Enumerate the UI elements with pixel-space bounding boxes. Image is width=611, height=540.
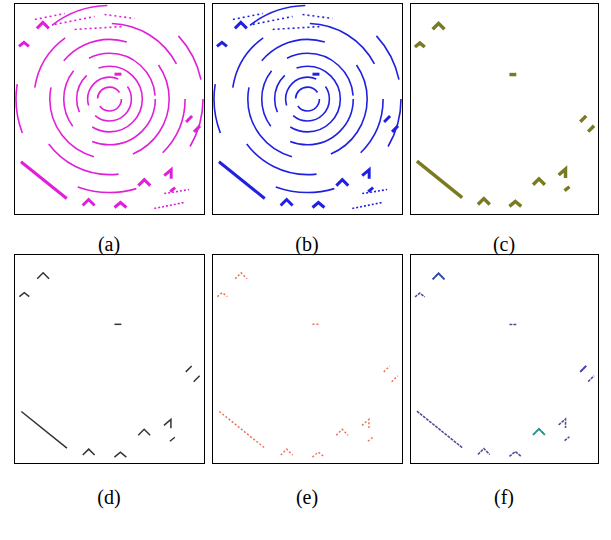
point-cloud xyxy=(213,4,402,214)
panel-c xyxy=(410,3,599,215)
panel-d xyxy=(14,254,205,464)
panel-label: (c) xyxy=(493,233,515,256)
panel-e xyxy=(212,254,403,464)
panel-label: (f) xyxy=(494,486,514,509)
point-cloud xyxy=(213,255,402,463)
panel-b xyxy=(212,3,403,215)
panel-label: (a) xyxy=(98,233,120,256)
point-cloud xyxy=(15,4,204,214)
panel-label: (d) xyxy=(97,486,120,509)
point-cloud xyxy=(411,255,598,463)
panel-label: (b) xyxy=(295,233,318,256)
point-cloud xyxy=(411,4,598,214)
panel-a xyxy=(14,3,205,215)
panel-label: (e) xyxy=(296,486,318,509)
panel-f xyxy=(410,254,599,464)
point-cloud xyxy=(15,255,204,463)
